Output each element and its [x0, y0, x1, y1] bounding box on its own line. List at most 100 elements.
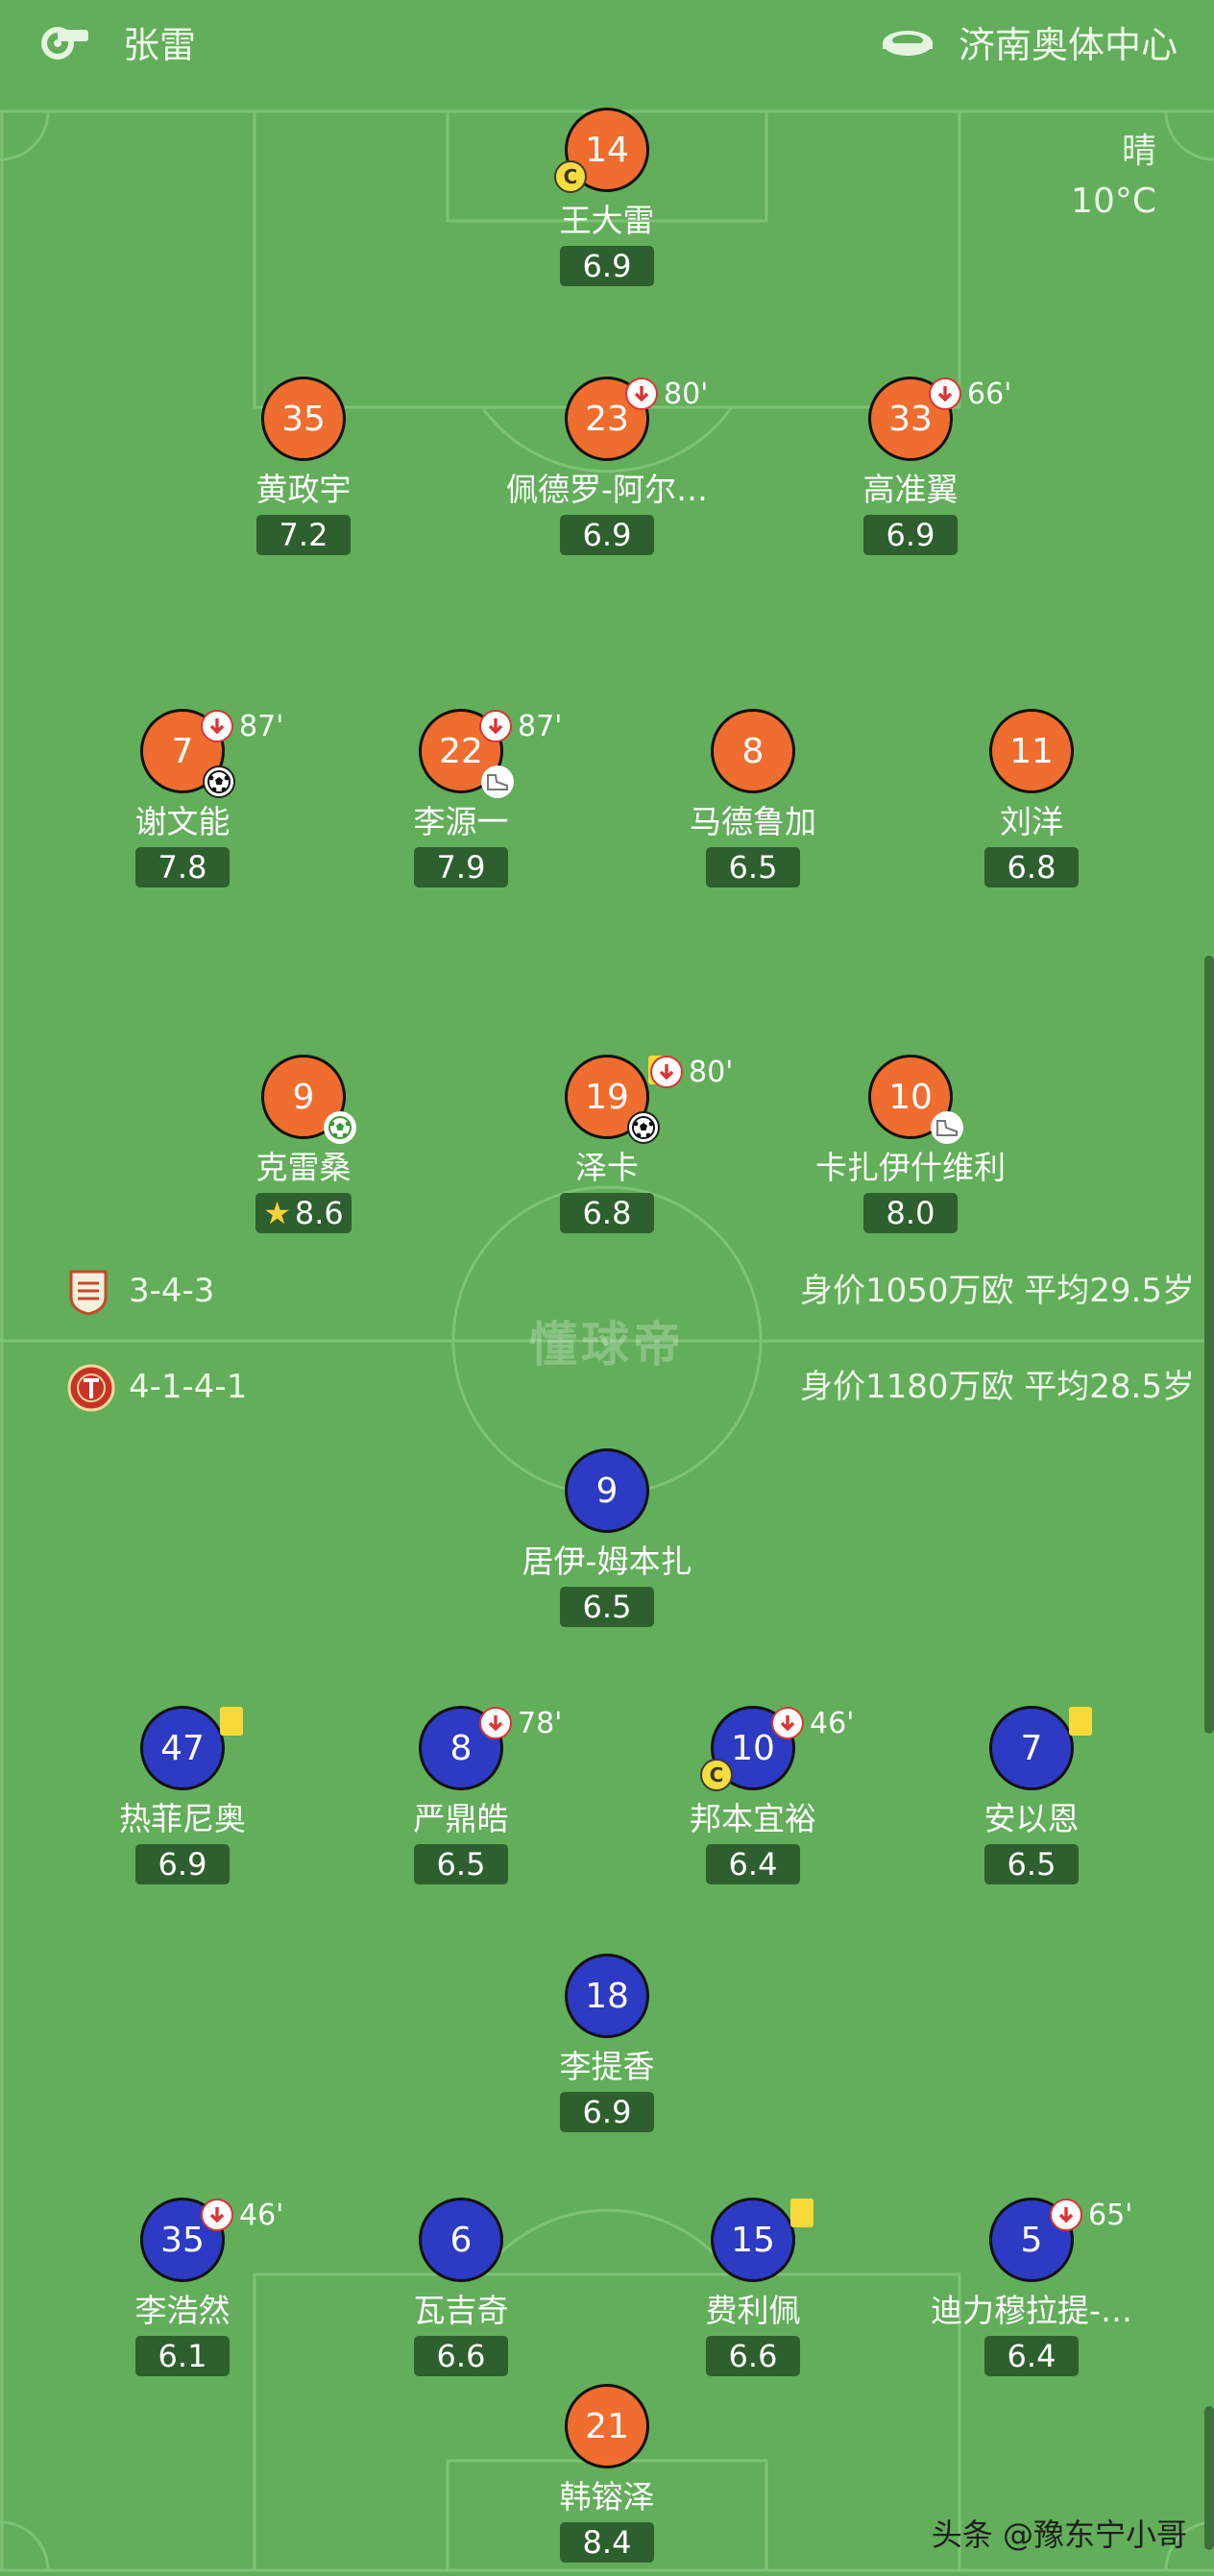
assist-boot-icon	[481, 766, 514, 798]
player-number: 19	[585, 1077, 629, 1117]
player-number: 8	[449, 1728, 473, 1768]
goal-ball-icon	[203, 766, 235, 798]
player-rating: 6.5	[984, 1844, 1079, 1884]
captain-badge: C	[554, 160, 587, 193]
player-card-away-defender[interactable]: 6 瓦吉奇 6.6	[327, 2198, 595, 2376]
player-card-away-midfielder[interactable]: 10 46' C 邦本宜裕 6.4	[619, 1706, 887, 1884]
match-info-header: 张雷 济南奥体中心	[0, 0, 1214, 83]
player-rating: 7.9	[414, 847, 508, 887]
player-rating: 6.5	[414, 1844, 508, 1884]
stadium-icon	[880, 22, 935, 61]
source-credit: 头条 @豫东宁小哥	[931, 2516, 1187, 2553]
player-name: 泽卡	[575, 1149, 639, 1186]
player-number: 9	[292, 1077, 315, 1117]
player-name: 安以恩	[983, 1800, 1080, 1837]
sub-out-arrow-icon	[771, 1707, 804, 1739]
player-number: 23	[585, 399, 629, 439]
home-team-value: 身价1050万欧 平均29.5岁	[799, 1272, 1195, 1310]
venue-info: 济南奥体中心	[880, 0, 1178, 83]
player-name: 谢文能	[134, 803, 231, 840]
substitution-out: 46'	[201, 2197, 283, 2233]
substitution-out: 80'	[625, 376, 708, 412]
player-card-away-goalkeeper[interactable]: 21 韩镕泽 8.4	[473, 2384, 741, 2563]
player-number: 15	[731, 2220, 775, 2260]
player-rating: 6.5	[706, 847, 800, 887]
substitution-out: 78'	[479, 1705, 562, 1741]
player-name: 居伊-姆本扎	[522, 1543, 692, 1580]
substitution-minute: 78'	[518, 1706, 563, 1740]
sub-out-arrow-icon	[479, 710, 512, 742]
player-number: 22	[439, 731, 483, 771]
substitution-minute: 66'	[967, 377, 1012, 411]
goal-ball-icon	[324, 1111, 356, 1144]
player-number-disc: 9	[261, 1055, 356, 1144]
player-number-disc: 35 46'	[140, 2198, 283, 2282]
referee-info: 张雷	[38, 0, 196, 83]
player-rating: 6.5	[560, 1587, 654, 1627]
player-name: 佩德罗-阿尔…	[506, 471, 708, 508]
player-number-disc: 7 87'	[140, 709, 283, 798]
player-card-home-midfielder[interactable]: 22 87' 李源一 7.9	[327, 709, 595, 887]
player-card-home-forward[interactable]: 10 卡扎伊什维利 8.0	[776, 1055, 1045, 1233]
scrollbar-thumb-lower[interactable]	[1204, 2406, 1214, 2550]
player-card-away-defender[interactable]: 15 费利佩 6.6	[619, 2198, 887, 2376]
player-name: 李源一	[413, 803, 509, 840]
player-number-disc: 23 80'	[565, 377, 708, 461]
player-card-home-defender[interactable]: 33 66' 高准翼 6.9	[776, 377, 1045, 555]
player-rating: 6.9	[560, 246, 654, 286]
player-number: 9	[595, 1470, 619, 1511]
player-number: 6	[449, 2220, 473, 2260]
substitution-out: 80'	[650, 1054, 733, 1090]
player-card-home-forward[interactable]: 9 克雷桑 ★8.6	[169, 1055, 438, 1233]
away-team-value: 身价1180万欧 平均28.5岁	[799, 1368, 1195, 1406]
player-number: 5	[1020, 2220, 1043, 2260]
player-card-home-forward[interactable]: 19 80' 泽卡 6.8	[473, 1055, 741, 1233]
yellow-card-icon	[790, 2199, 813, 2227]
weather-temperature: 10°C	[1071, 182, 1156, 221]
player-card-away-defender[interactable]: 5 65' 迪力穆拉提-… 6.4	[897, 2198, 1166, 2376]
player-card-away-midfielder[interactable]: 7 安以恩 6.5	[897, 1706, 1166, 1884]
sub-out-arrow-icon	[625, 377, 658, 410]
goal-ball-icon	[627, 1111, 660, 1144]
assist-boot-icon	[931, 1111, 963, 1144]
substitution-minute: 80'	[689, 1055, 734, 1089]
player-card-home-defender[interactable]: 35 黄政宇 7.2	[169, 377, 438, 555]
player-card-away-midfielder[interactable]: 47 热菲尼奥 6.9	[48, 1706, 317, 1884]
player-number-disc: 8 78'	[419, 1706, 562, 1790]
scrollbar-thumb[interactable]	[1204, 956, 1214, 1734]
referee-name: 张雷	[123, 23, 197, 66]
player-rating: 6.1	[135, 2336, 230, 2376]
substitution-out: 46'	[771, 1705, 854, 1741]
substitution-minute: 65'	[1088, 2198, 1133, 2232]
player-card-away-defender[interactable]: 35 46' 李浩然 6.1	[48, 2198, 317, 2376]
player-rating: 6.4	[984, 2336, 1079, 2376]
player-card-home-midfielder[interactable]: 8 马德鲁加 6.5	[619, 709, 887, 887]
player-card-away-midfielder[interactable]: 8 78' 严鼎皓 6.5	[327, 1706, 595, 1884]
sub-out-arrow-icon	[650, 1056, 683, 1088]
away-formation: 4-1-4-1	[129, 1368, 248, 1406]
player-number: 21	[585, 2406, 629, 2446]
tianjin-badge-icon	[67, 1364, 115, 1421]
player-name: 刘洋	[1000, 803, 1063, 840]
player-rating: 6.9	[863, 515, 958, 555]
yellow-card-icon	[220, 1707, 243, 1736]
player-card-away-forward[interactable]: 9 居伊-姆本扎 6.5	[473, 1448, 741, 1627]
player-card-home-defender[interactable]: 23 80' 佩德罗-阿尔… 6.9	[473, 377, 741, 555]
player-number-disc: 15	[711, 2198, 813, 2282]
player-rating: 6.6	[414, 2336, 508, 2376]
player-number-disc: 22 87'	[419, 709, 562, 798]
player-number: 18	[585, 1976, 629, 2016]
player-number-disc: 10	[868, 1055, 963, 1144]
player-rating: 6.9	[560, 2092, 654, 2132]
player-number-disc: 33 66'	[868, 377, 1011, 461]
player-card-away-defensive-midfielder[interactable]: 18 李提香 6.9	[473, 1954, 741, 2132]
away-team-summary: 4-1-4-1 身价1180万欧 平均28.5岁	[0, 1358, 1214, 1416]
player-card-home-midfielder[interactable]: 7 87' 谢文能 7.8	[48, 709, 317, 887]
sub-out-arrow-icon	[1050, 2199, 1082, 2231]
substitution-out: 87'	[201, 708, 283, 744]
player-card-home-midfielder[interactable]: 11 刘洋 6.8	[897, 709, 1166, 887]
player-rating: 7.8	[135, 847, 230, 887]
player-rating: 6.9	[135, 1844, 230, 1884]
